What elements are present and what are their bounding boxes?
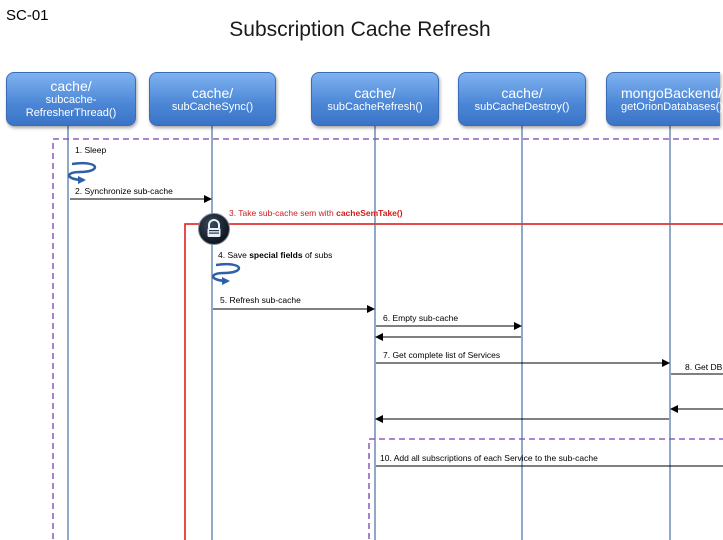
actor-subcache-sync: cache/ subCacheSync() — [149, 72, 276, 126]
message-4-label: 4. Save special fields of subs — [218, 250, 332, 260]
diagram-title: Subscription Cache Refresh — [229, 18, 491, 41]
actor-function: getOrionDatabases() — [621, 100, 723, 113]
message-5-label: 5. Refresh sub-cache — [220, 295, 301, 305]
self-loop-arrow-icon — [68, 161, 96, 184]
lock-icon — [198, 213, 230, 245]
message-4-text: 4. Save — [218, 250, 250, 260]
slide-id: SC-01 — [6, 7, 49, 24]
actor-label: cache/ — [191, 84, 234, 101]
actor-get-orion-databases: mongoBackend/ getOrionDatabases() — [606, 72, 723, 126]
message-3-function: cacheSemTake() — [336, 208, 403, 218]
message-6-label: 6. Empty sub-cache — [383, 313, 459, 323]
message-7-label: 7. Get complete list of Services — [383, 350, 501, 360]
message-3-label: 3. Take sub-cache sem with cacheSemTake(… — [229, 208, 403, 218]
actor-refresher-thread: cache/ subcache- RefresherThread() — [6, 72, 136, 126]
message-3-text: 3. Take sub-cache sem with — [229, 208, 337, 218]
message-4-bold: special fields — [249, 250, 303, 260]
actor-label: mongoBackend/ — [621, 84, 723, 101]
actor-function: subCacheSync() — [171, 100, 254, 113]
outer-loop-frame — [52, 138, 723, 540]
message-4-text-end: of subs — [302, 250, 333, 260]
actor-label: cache/ — [501, 84, 543, 101]
actor-function: subCacheDestroy() — [474, 100, 570, 113]
actor-function: RefresherThread() — [25, 107, 117, 119]
semaphore-frame — [184, 223, 723, 540]
actor-function: subcache- — [45, 94, 97, 106]
self-loop-arrow-icon — [212, 262, 240, 285]
lock-glyph — [207, 219, 221, 237]
actor-label: cache/ — [50, 78, 92, 94]
actor-subcache-refresh: cache/ subCacheRefresh() — [311, 72, 439, 126]
message-2-label: 2. Synchronize sub-cache — [75, 186, 173, 196]
message-1-label: 1. Sleep — [75, 145, 107, 155]
actor-subcache-destroy: cache/ subCacheDestroy() — [458, 72, 586, 126]
actor-function: subCacheRefresh() — [327, 100, 423, 113]
inner-loop-frame — [368, 438, 723, 540]
actor-label: cache/ — [354, 84, 396, 101]
message-8-label: 8. Get DB — [685, 362, 723, 372]
message-10-label: 10. Add all subscriptions of each Servic… — [380, 453, 598, 463]
